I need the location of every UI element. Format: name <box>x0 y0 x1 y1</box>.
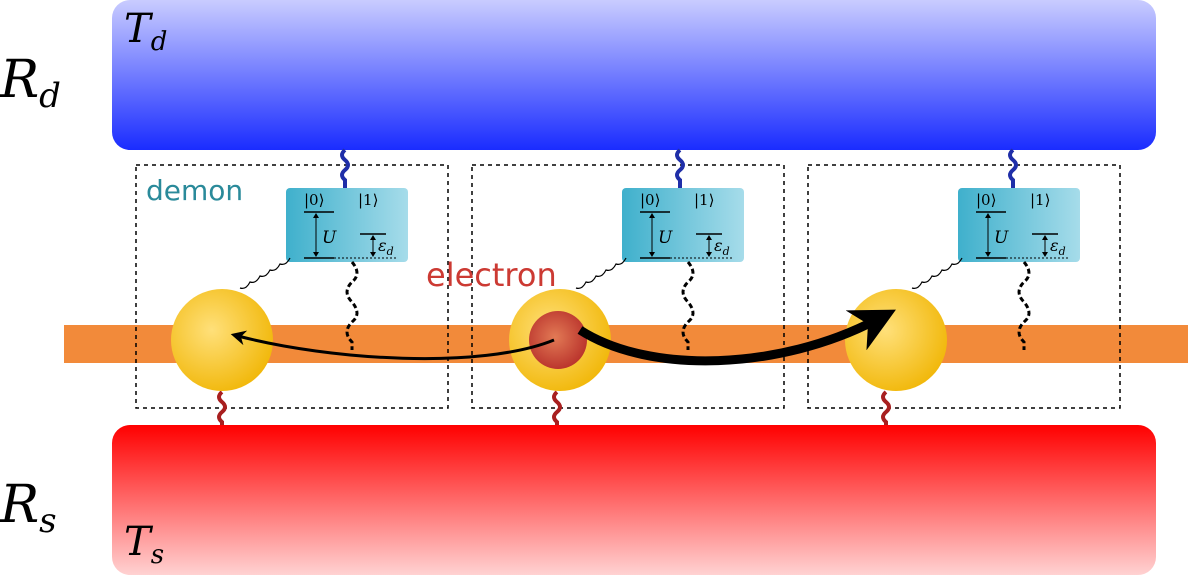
eps-label: εd <box>378 236 394 258</box>
state-0-label: |0⟩ <box>976 191 996 209</box>
demon-label: demon <box>146 174 243 207</box>
demon-qubit-2: |0⟩ |1⟩ U εd <box>622 188 744 262</box>
dot-coupling-2 <box>552 390 562 425</box>
demon-reservoir <box>112 0 1156 150</box>
quantum-dot-1 <box>171 289 273 391</box>
demon-qubit-3: |0⟩ |1⟩ U εd <box>958 188 1080 262</box>
demon-dot-link-3 <box>911 257 963 289</box>
system-reservoir-label: Rs <box>0 475 57 541</box>
state-1-label: |1⟩ <box>358 191 378 209</box>
system-temperature-label: Ts <box>124 519 164 570</box>
quantum-dot-3 <box>845 289 947 391</box>
demon-cell-1 <box>135 164 449 409</box>
eps-label: εd <box>1050 236 1066 258</box>
dot-coupling-3 <box>881 390 891 425</box>
u-label: U <box>994 228 1009 248</box>
demon-wire-link-3 <box>1017 261 1031 350</box>
state-0-label: |0⟩ <box>640 191 660 209</box>
hop-left-arrow <box>230 330 555 361</box>
u-label: U <box>322 228 337 248</box>
demon-wire-link-1 <box>345 261 359 350</box>
demon-coupling-3 <box>1008 148 1018 188</box>
electron <box>529 311 587 369</box>
hop-right-arrow <box>577 309 896 366</box>
demon-reservoir-label: Rd <box>0 50 61 116</box>
state-1-label: |1⟩ <box>694 191 714 209</box>
demon-cell-3 <box>807 164 1121 409</box>
demon-coupling-2 <box>675 148 685 188</box>
demon-dot-link-1 <box>239 257 291 289</box>
state-1-label: |1⟩ <box>1030 191 1050 209</box>
demon-coupling-1 <box>340 148 350 188</box>
demon-temperature-label: Td <box>124 6 167 57</box>
eps-label: εd <box>714 236 730 258</box>
demon-qubit-1: |0⟩ |1⟩ U εd <box>286 188 408 262</box>
state-0-label: |0⟩ <box>304 191 324 209</box>
demon-dot-link-2 <box>575 257 627 289</box>
system-reservoir <box>112 425 1156 575</box>
demon-cell-2 <box>471 164 785 409</box>
demon-wire-link-2 <box>681 261 695 350</box>
u-label: U <box>658 228 673 248</box>
electron-label: electron <box>426 256 557 294</box>
dot-coupling-1 <box>217 390 227 425</box>
